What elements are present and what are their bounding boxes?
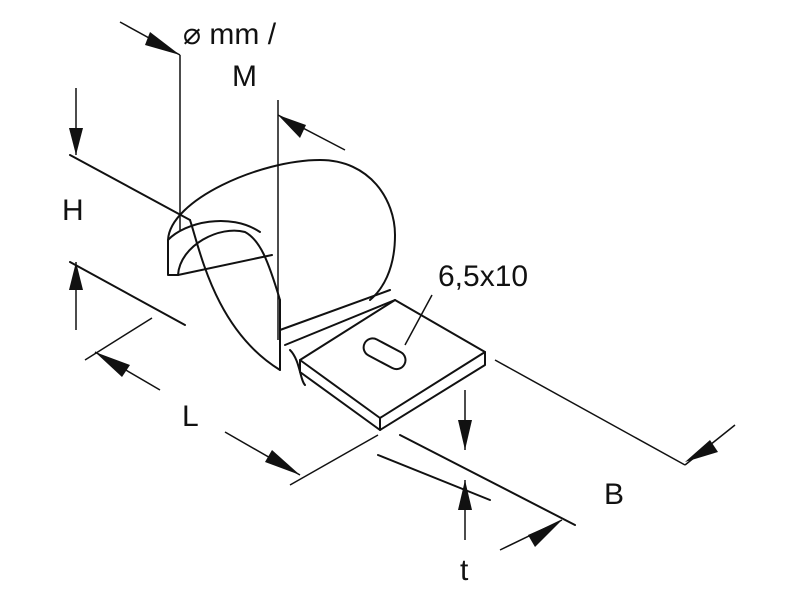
dimension-lines (69, 21, 736, 551)
thread-label: M (232, 60, 257, 93)
height-label: H (62, 194, 84, 227)
pipe-outline (69, 154, 576, 526)
length-label: L (182, 400, 199, 433)
diameter-label: ⌀ mm / (183, 18, 277, 51)
slot-size-label: 6,5x10 (438, 260, 529, 293)
thickness-label: t (460, 554, 469, 587)
clamp-saddle (167, 159, 396, 386)
mounting-foot (299, 299, 486, 431)
width-label: B (604, 478, 625, 511)
slot-hole (362, 337, 407, 371)
